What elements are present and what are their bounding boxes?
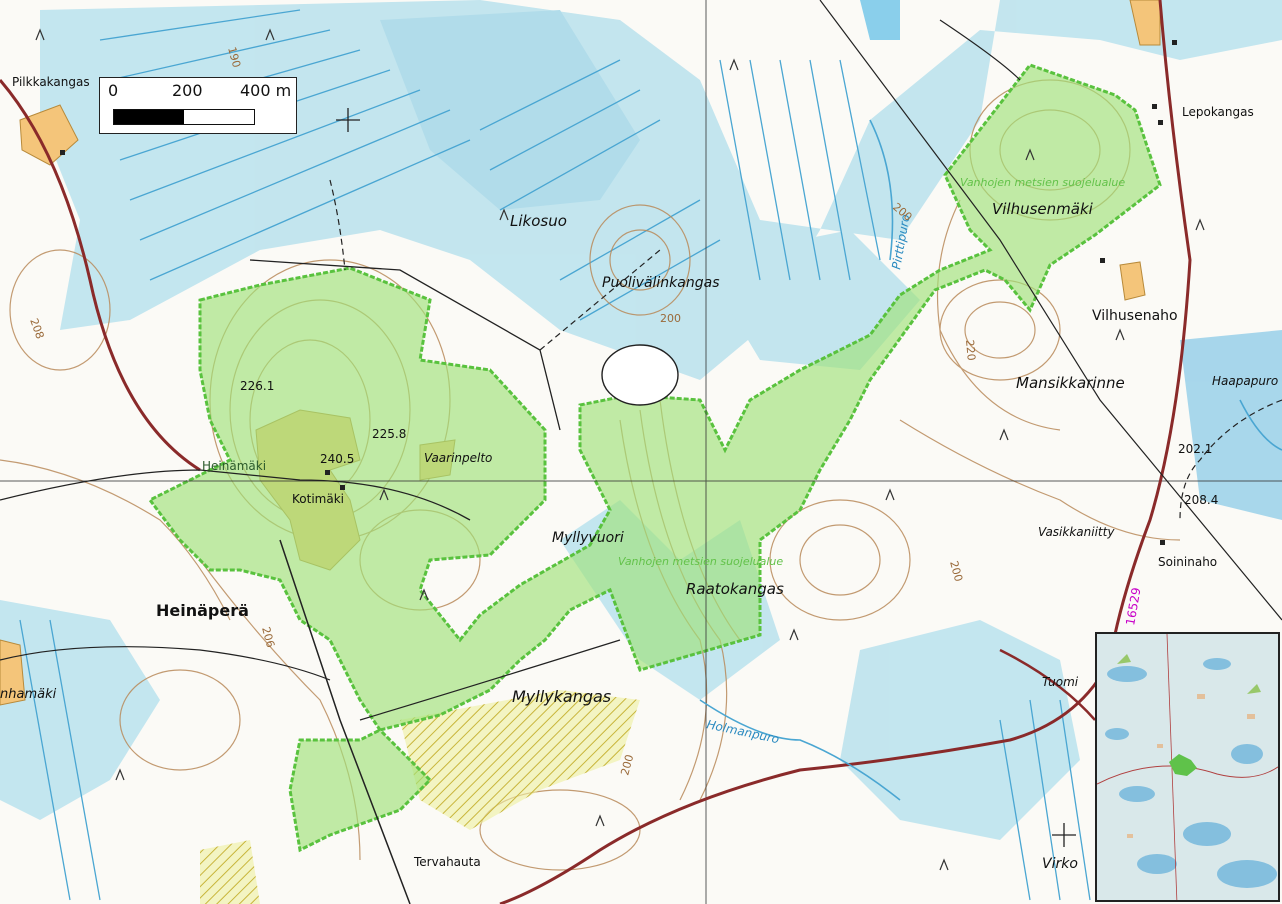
label-pilkkakangas: Pilkkakangas	[12, 75, 90, 89]
track-south	[279, 539, 411, 904]
protected-areas	[147, 63, 1162, 853]
contour-200a: 200	[660, 312, 681, 325]
elevation-202: 202.1	[1178, 442, 1212, 456]
grid-crosses	[336, 108, 1076, 847]
small-pond	[860, 0, 900, 40]
pirttipuro-stream	[869, 119, 894, 261]
west-wetland	[0, 600, 160, 820]
scale-tick-200: 200	[172, 81, 203, 100]
vilhusenaho-field	[1119, 261, 1146, 301]
label-myllykangas: Myllykangas	[512, 687, 611, 706]
inset-canvas	[1097, 634, 1278, 900]
power-line	[819, 0, 1282, 621]
label-vasikkaniitty: Vasikkaniitty	[1038, 525, 1115, 539]
elevation-225: 225.8	[372, 427, 406, 441]
trail-likosuo	[539, 249, 661, 351]
label-raatokangas: Raatokangas	[686, 580, 784, 598]
inset-protected-area	[1169, 754, 1197, 776]
label-soininaho: Soininaho	[1158, 555, 1217, 569]
haapapuro-lake	[1180, 330, 1282, 520]
label-lepokangas: Lepokangas	[1182, 105, 1254, 119]
label-vilhusenmaki: Vilhusenmäki	[992, 200, 1094, 218]
elevation-240: 240.5	[320, 452, 354, 466]
elevation-226: 226.1	[240, 379, 274, 393]
contour-220: 220	[963, 339, 978, 361]
contour-200c: 200	[947, 559, 965, 583]
label-tervahauta: Tervahauta	[413, 855, 481, 869]
label-puolivalinkangas: Puolivälinkangas	[602, 275, 720, 291]
contour-208: 208	[27, 317, 46, 341]
label-protected-area-north: Vanhojen metsien suojelualue	[960, 176, 1125, 189]
track-north	[249, 259, 561, 431]
label-holmanpuro: Holmanpuro	[705, 717, 780, 746]
scale-bar-graphic	[113, 109, 255, 125]
overview-inset-map[interactable]	[1095, 632, 1280, 902]
scale-tick-400: 400 m	[240, 81, 292, 100]
hatched-area	[400, 690, 640, 830]
label-likosuo: Likosuo	[510, 212, 567, 230]
hatched-area-small	[200, 840, 260, 904]
scale-tick-0: 0	[108, 81, 119, 100]
elevation-208: 208.4	[1184, 493, 1218, 507]
contour-206: 206	[259, 625, 277, 649]
buildings	[60, 40, 1177, 545]
label-myllyvuori: Myllyvuori	[552, 530, 624, 546]
rock-outcrop	[601, 344, 679, 406]
label-nhamaki: nhamäki	[0, 687, 57, 702]
label-heinamaki: Heinämäki	[202, 459, 266, 473]
road-16529	[499, 0, 1192, 904]
label-heinapera: Heinäperä	[156, 601, 249, 620]
scale-bar: 0 200 400 m	[99, 77, 297, 134]
southeast-wetland	[840, 620, 1080, 840]
road-number-label: 16529	[1123, 586, 1143, 626]
central-wetland	[700, 230, 920, 370]
track-heinapera	[0, 646, 331, 681]
haapapuro-stream	[1239, 399, 1282, 451]
contour-200d: 200	[618, 753, 636, 777]
label-mansikkarinne: Mansikkarinne	[1016, 374, 1125, 392]
northeast-field	[1129, 0, 1161, 46]
label-haapapuro: Haapapuro	[1212, 374, 1278, 388]
likosuo-wetland	[380, 10, 640, 210]
holmanpuro-stream	[699, 699, 901, 801]
label-protected-area-central: Vanhojen metsien suojelualue	[618, 555, 783, 568]
trail-north	[329, 179, 346, 271]
label-virko: Virko	[1042, 856, 1078, 872]
old-forest-protection-area	[147, 63, 1162, 853]
label-kotimaki: Kotimäki	[292, 492, 344, 506]
trail-east	[1179, 399, 1282, 521]
terrain-symbols	[35, 28, 1205, 871]
contour-190: 190	[225, 45, 243, 69]
northern-wetland	[40, 0, 1282, 380]
road-tuomi	[999, 648, 1096, 721]
track-heinamaki	[0, 469, 471, 521]
track-northeast	[939, 19, 1021, 81]
streams	[699, 119, 1282, 801]
label-vaarinpelto: Vaarinpelto	[424, 451, 492, 465]
label-vilhusenaho: Vilhusenaho	[1092, 308, 1178, 324]
track-myllykangas	[359, 639, 621, 721]
main-road-west	[0, 79, 201, 472]
label-tuomi: Tuomi	[1042, 675, 1079, 689]
elevation-labels: 226.1 225.8 240.5 202.1 208.4	[240, 379, 1218, 507]
